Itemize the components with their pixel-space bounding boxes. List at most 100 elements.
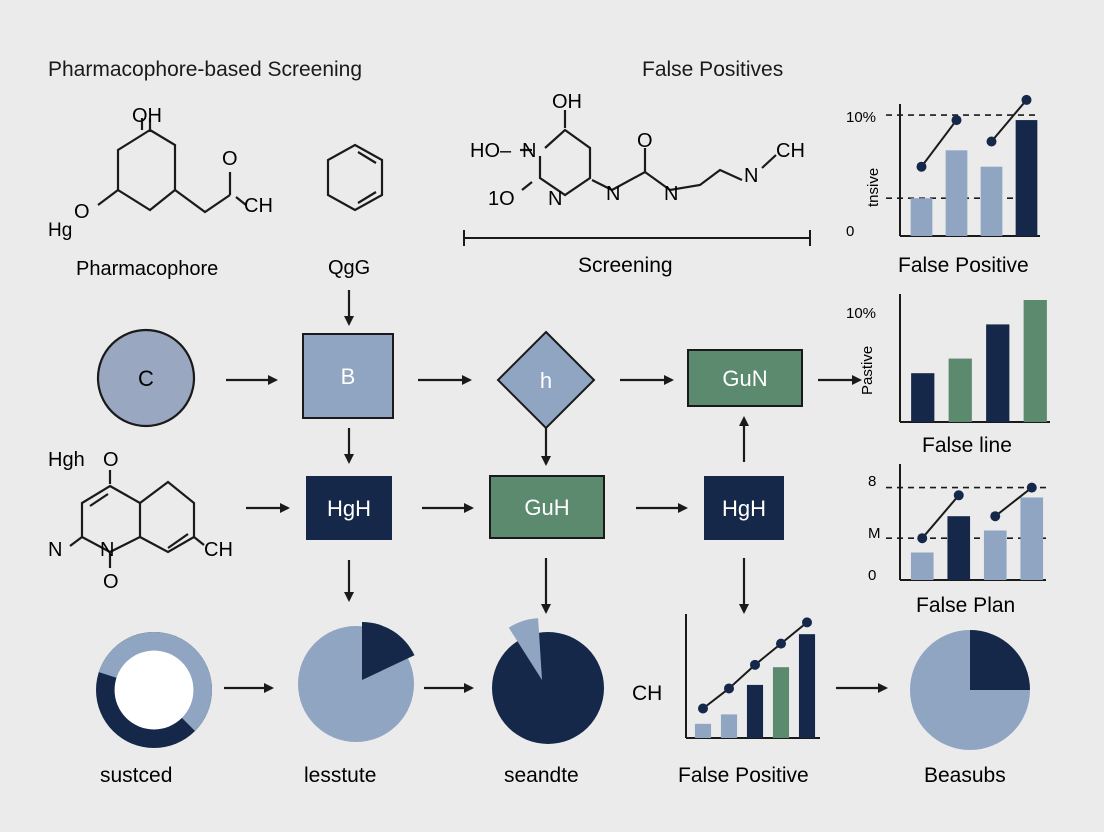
donut-chart [96, 631, 213, 748]
atom-label: O [637, 130, 653, 152]
atom-label: OH [552, 91, 582, 113]
bar-chart-false-positive-top: 10% 0 tnsive [846, 94, 1040, 240]
tick-label: 0 [868, 567, 876, 584]
caption-screening: Screening [578, 254, 673, 277]
bar [1020, 497, 1044, 580]
pie-slice [362, 622, 415, 680]
bottom-caption: sustced [100, 764, 172, 787]
trend-line [994, 486, 1033, 517]
node-label: h [540, 368, 552, 393]
donut-hole [114, 650, 194, 730]
data-point [916, 161, 927, 172]
data-point [1021, 94, 1032, 105]
heading-center: False Positives [642, 58, 783, 81]
hg-label: Hg [48, 220, 72, 241]
trend-line [920, 119, 958, 168]
bottom-caption: False Positive [678, 764, 809, 787]
node-label: HgH [327, 496, 371, 521]
molecule-top-center [520, 110, 777, 197]
bar [911, 373, 935, 422]
bar [910, 198, 933, 236]
trend-line [990, 99, 1028, 143]
y-axis-label: Pastive [859, 346, 876, 395]
node-circle-c: C [96, 328, 196, 428]
data-point [990, 511, 1001, 522]
data-point [724, 683, 734, 694]
atom-label: N [744, 165, 758, 187]
node-label: GuN [722, 366, 767, 391]
atom-label: O [74, 201, 90, 223]
atom-label: N [48, 539, 62, 561]
atom-label: N [606, 183, 620, 205]
bar [746, 684, 764, 738]
node-green-gun: GuN [687, 349, 803, 407]
bottom-caption: lesstute [304, 764, 376, 787]
ch-label: CH [632, 682, 662, 705]
bar-chart-false-line: 10% Pastive [846, 294, 1050, 423]
heading-left: Pharmacophore-based Screening [48, 58, 362, 81]
chart-caption: False line [922, 434, 1012, 457]
tick-label: 0 [846, 223, 854, 240]
atom-label: O [103, 449, 119, 471]
pie-base [492, 632, 604, 744]
bar [983, 530, 1007, 580]
trend-line [754, 642, 782, 666]
node-label: C [138, 366, 154, 391]
pie-slice [508, 618, 542, 680]
atom-label: N [664, 183, 678, 205]
benzene-ring [326, 143, 384, 212]
y-axis-label: tnsive [865, 168, 882, 207]
screening-bracket [463, 230, 811, 246]
bar [798, 634, 816, 738]
data-point [951, 115, 962, 126]
tick-label: M [868, 525, 881, 542]
atom-label: OH [132, 105, 162, 127]
pie-slice [970, 630, 1030, 690]
data-point [986, 136, 997, 147]
flow-arrows [224, 290, 888, 693]
data-point [953, 490, 964, 501]
atom-label: HO– [470, 140, 512, 162]
bar [1015, 120, 1038, 236]
atom-label: Hgh [48, 449, 85, 471]
data-point [776, 638, 786, 649]
pie-chart-beasubs [910, 630, 1030, 750]
node-label: HgH [722, 496, 766, 521]
node-diamond-h: h [496, 330, 596, 430]
node-navy-hgh-2: HgH [704, 476, 784, 540]
node-square-b: B [302, 333, 394, 419]
atom-label: CH [204, 539, 233, 561]
data-point [750, 659, 760, 670]
bar [948, 358, 972, 422]
atom-label: 1O [488, 188, 515, 210]
tick-label: 10% [846, 305, 876, 322]
tick-label: 10% [846, 109, 876, 126]
node-label: B [341, 364, 356, 389]
molecule-middle-left [69, 470, 205, 568]
atom-label: CH [244, 195, 273, 217]
node-navy-hgh-1: HgH [306, 476, 392, 540]
bar [910, 552, 934, 580]
atom-label: CH [776, 140, 805, 162]
atom-label: O [222, 148, 238, 170]
bar [772, 667, 790, 738]
node-green-guh: GuH [489, 475, 605, 539]
atom-label: N [100, 539, 114, 561]
bar [980, 166, 1003, 236]
bar [720, 714, 738, 738]
atom-label: O [103, 571, 119, 593]
tick-label: 8 [868, 473, 876, 490]
bar [947, 516, 971, 580]
bar [694, 723, 712, 738]
data-point [802, 617, 812, 628]
bar-chart-false-positive-bottom [685, 614, 820, 739]
pie-chart-lesstute [298, 622, 415, 742]
molecule-top-left [97, 118, 247, 214]
chart-caption: False Plan [916, 594, 1015, 617]
atom-label: N [548, 188, 562, 210]
bar-chart-false-plan: 8M 0 [868, 464, 1046, 584]
chart-caption: False Positive [898, 254, 1029, 277]
node-label: GuH [524, 495, 569, 520]
trend-line [702, 687, 730, 710]
bar [986, 324, 1010, 422]
